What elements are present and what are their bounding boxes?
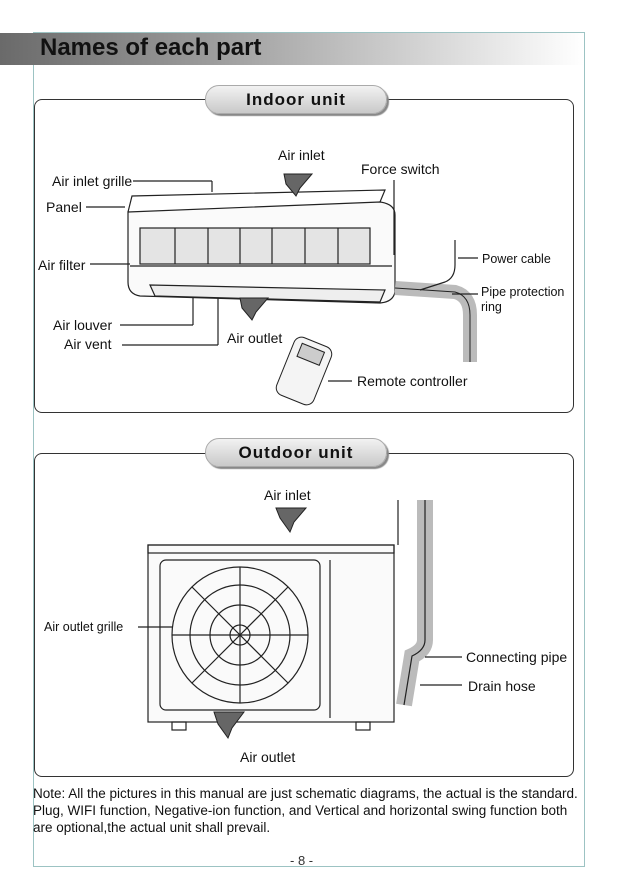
air-filter-label: Air filter xyxy=(38,257,86,273)
page-frame-bottom xyxy=(33,866,585,867)
indoor-heading: Indoor unit xyxy=(205,85,387,114)
outdoor-air-inlet-label: Air inlet xyxy=(264,487,311,503)
pipe-protection-ring-label: Pipe protection xyxy=(481,285,565,299)
note-text: Note: All the pictures in this manual ar… xyxy=(33,786,578,835)
remote-controller-label: Remote controller xyxy=(357,373,468,389)
page-number: - 8 - xyxy=(290,853,314,868)
power-cable-label: Power cable xyxy=(482,252,551,266)
page-frame-top xyxy=(33,32,585,33)
page-frame-left xyxy=(33,32,34,867)
indoor-air-inlet-label: Air inlet xyxy=(278,147,325,163)
remote-controller-icon xyxy=(275,336,333,406)
outdoor-heading: Outdoor unit xyxy=(205,438,387,467)
indoor-air-outlet-label: Air outlet xyxy=(227,330,283,346)
outdoor-air-outlet-label: Air outlet xyxy=(240,749,296,765)
force-switch-label: Force switch xyxy=(361,161,440,177)
title-bar xyxy=(0,33,584,65)
air-inlet-grille-label: Air inlet grille xyxy=(52,173,133,189)
drain-hose-label: Drain hose xyxy=(468,678,536,694)
connecting-pipe-label: Connecting pipe xyxy=(466,649,568,665)
air-outlet-grille-label: Air outlet grille xyxy=(44,620,124,634)
panel-label: Panel xyxy=(46,199,82,215)
page-frame-right xyxy=(584,32,585,867)
air-vent-label: Air vent xyxy=(64,336,112,352)
page-title: Names of each part xyxy=(40,34,262,61)
air-louver-label: Air louver xyxy=(53,317,113,333)
pipe-protection-ring-label-2: ring xyxy=(481,300,502,314)
